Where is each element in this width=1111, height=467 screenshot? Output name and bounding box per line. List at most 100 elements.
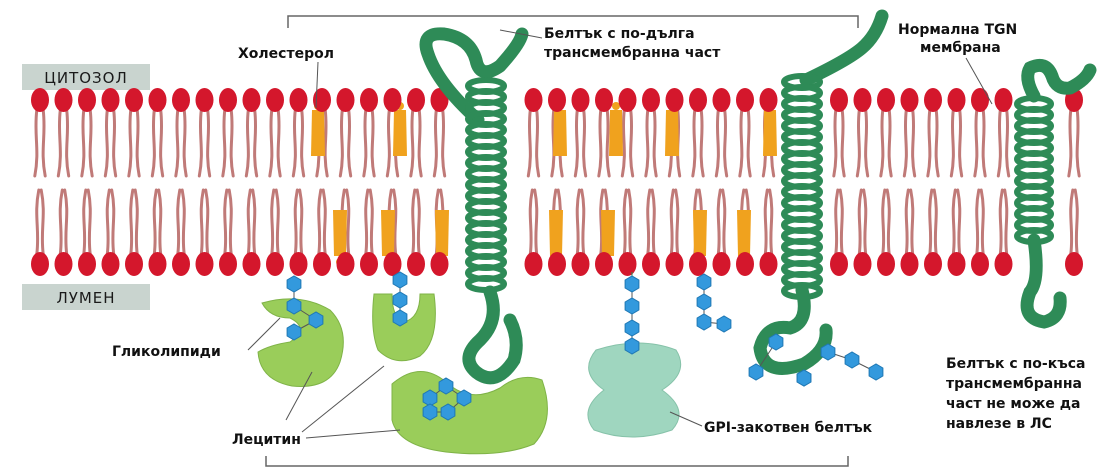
lecithin-label: Лецитин: [232, 432, 301, 448]
short-tm-label-2: трансмембранна: [946, 376, 1082, 392]
lipid-head-lower: [595, 252, 613, 276]
lipid-head-lower: [31, 252, 49, 276]
lipid-tail-upper: [693, 110, 703, 176]
lipid-head-lower: [172, 252, 190, 276]
sugar-hexagon-icon: [769, 334, 783, 350]
lipid-tail-lower: [295, 190, 302, 254]
lipid-head-upper: [337, 88, 355, 112]
long-tm-label-2: трансмембранна част: [544, 45, 721, 61]
lipid-head-upper: [55, 88, 73, 112]
lipid-head-lower: [901, 252, 919, 276]
lipid-head-upper: [713, 88, 731, 112]
lipid-head-lower: [78, 252, 96, 276]
lipid-tail-lower: [1000, 190, 1007, 254]
lipid-tail-upper: [881, 110, 891, 176]
lipid-head-lower: [830, 252, 848, 276]
lipid-head-lower: [713, 252, 731, 276]
lipid-head-upper: [243, 88, 261, 112]
lipid-tail-lower: [1071, 190, 1078, 254]
protein-1-helix: [468, 80, 504, 290]
sugar-hexagon-icon: [821, 344, 835, 360]
lipid-tail-upper: [951, 110, 961, 176]
lipid-head-upper: [266, 88, 284, 112]
sugar-hexagon-icon: [457, 390, 471, 406]
lipid-head-upper: [407, 88, 425, 112]
lipid-head-lower: [125, 252, 143, 276]
lipid-tail-lower: [648, 190, 655, 254]
sugar-hexagon-icon: [625, 320, 639, 336]
lipid-head-lower: [971, 252, 989, 276]
lipid-tail-lower: [671, 190, 678, 254]
cholesterol-body: [393, 110, 407, 156]
protein-2-bottom: [760, 290, 826, 368]
lipid-tail-upper: [857, 110, 867, 176]
lipid-head-upper: [78, 88, 96, 112]
lipid-head-lower: [642, 252, 660, 276]
lipid-head-upper: [760, 88, 778, 112]
lipid-tail-upper: [928, 110, 938, 176]
lipid-head-upper: [31, 88, 49, 112]
lipid-head-upper: [525, 88, 543, 112]
lipid-head-lower: [290, 252, 308, 276]
lipid-tail-upper: [998, 110, 1008, 176]
lipid-tail-lower: [107, 190, 114, 254]
lipid-head-upper: [313, 88, 331, 112]
lipid-tail-lower: [154, 190, 161, 254]
lipid-head-lower: [736, 252, 754, 276]
lipid-head-lower: [924, 252, 942, 276]
sugar-hexagon-icon: [717, 316, 731, 332]
protein-3-bottom: [1027, 240, 1060, 322]
lipid-tail-upper: [82, 110, 92, 176]
lipid-tail-lower: [883, 190, 890, 254]
lipid-tail-lower: [178, 190, 185, 254]
lipid-tail-upper: [411, 110, 421, 176]
cholesterol-body: [553, 110, 567, 156]
lipid-tail-lower: [765, 190, 772, 254]
sugar-hexagon-icon: [393, 310, 407, 326]
lipid-tail-upper: [35, 110, 45, 176]
lipid-head-upper: [666, 88, 684, 112]
lipid-tail-upper: [105, 110, 115, 176]
lipid-tail-lower: [37, 190, 44, 254]
lipid-head-lower: [995, 252, 1013, 276]
lipid-tail-upper: [622, 110, 632, 176]
sugar-hexagon-icon: [697, 274, 711, 290]
lipid-tail-lower: [624, 190, 631, 254]
lipid-tail-lower: [906, 190, 913, 254]
cholesterol-body: [333, 210, 347, 256]
lipid-tail-lower: [930, 190, 937, 254]
protein-2-top: [806, 16, 882, 80]
sugar-hexagon-icon: [439, 378, 453, 394]
lipid-head-lower: [689, 252, 707, 276]
lipid-tail-lower: [859, 190, 866, 254]
lipid-head-upper: [619, 88, 637, 112]
lipid-tail-lower: [272, 190, 279, 254]
lipid-tail-lower: [413, 190, 420, 254]
lipid-head-upper: [642, 88, 660, 112]
lipid-head-upper: [595, 88, 613, 112]
sugar-hexagon-icon: [625, 298, 639, 314]
sugar-hexagon-icon: [797, 370, 811, 386]
cholesterol-body: [381, 210, 395, 256]
lipid-tail-upper: [176, 110, 186, 176]
sugar-hexagon-icon: [423, 404, 437, 420]
lipid-head-upper: [172, 88, 190, 112]
lipid-tail-upper: [1069, 110, 1079, 176]
cholesterol-body: [763, 110, 777, 156]
cholesterol-body: [601, 210, 615, 256]
lipid-head-upper: [219, 88, 237, 112]
short-tm-label-4: навлезе в ЛС: [946, 416, 1052, 432]
protein-2-helix: [784, 76, 820, 297]
lipid-tail-upper: [904, 110, 914, 176]
lipid-tail-upper: [575, 110, 585, 176]
short-tm-label-3: част не може да: [946, 396, 1081, 412]
lecithin-pointer-3: [306, 430, 400, 438]
lipid-tail-lower: [366, 190, 373, 254]
sugar-hexagon-icon: [749, 364, 763, 380]
lipid-head-lower: [266, 252, 284, 276]
lipid-head-upper: [854, 88, 872, 112]
sugar-hexagon-icon: [845, 352, 859, 368]
lipid-tail-lower: [530, 190, 537, 254]
lipid-head-lower: [948, 252, 966, 276]
lipid-head-lower: [548, 252, 566, 276]
